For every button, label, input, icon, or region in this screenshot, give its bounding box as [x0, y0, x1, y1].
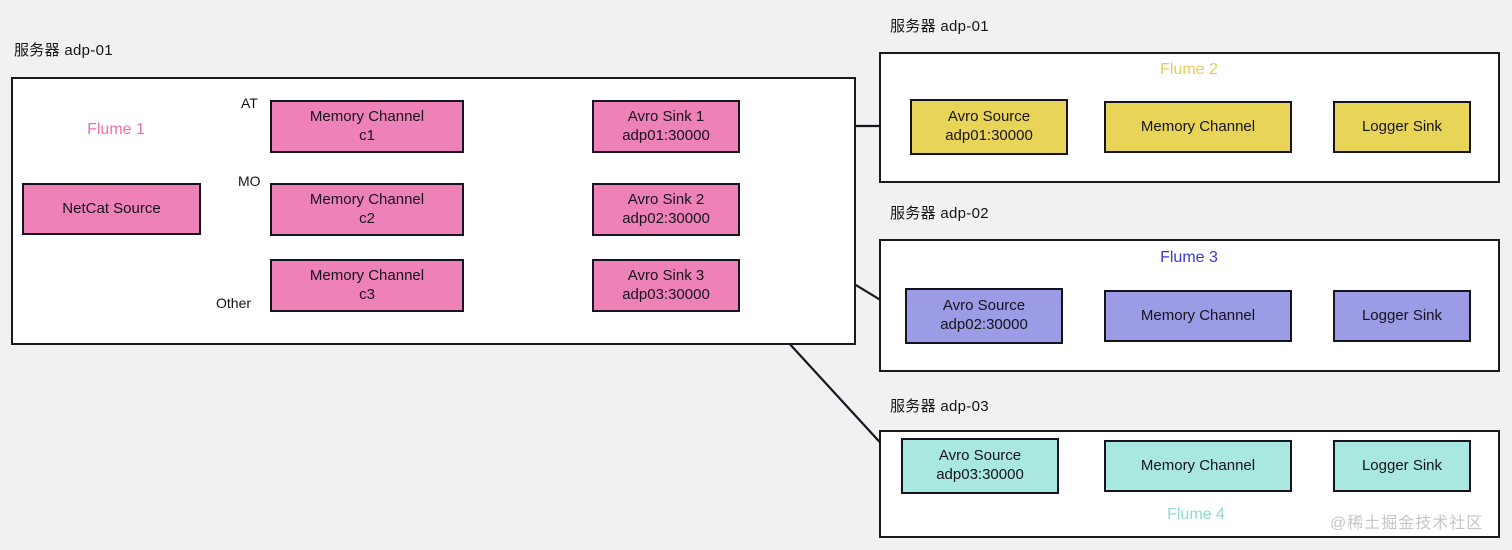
node-line1: Avro Source	[947, 108, 1031, 126]
node-line1: Avro Source	[938, 447, 1022, 465]
node-line1: Memory Channel	[309, 190, 425, 208]
node-flume3-memory-channel[interactable]: Memory Channel	[1104, 290, 1292, 342]
node-line1: Avro Sink 2	[627, 190, 705, 208]
node-line1: Avro Sink 3	[627, 266, 705, 284]
node-line1: Avro Sink 1	[627, 107, 705, 125]
node-flume4-logger-sink[interactable]: Logger Sink	[1333, 440, 1471, 492]
node-memory-channel-c1[interactable]: Memory Channel c1	[270, 100, 464, 153]
node-line1: Logger Sink	[1361, 456, 1443, 474]
node-line1: Memory Channel	[1140, 117, 1256, 135]
flume1-caption: Flume 1	[87, 121, 145, 138]
watermark: @稀土掘金技术社区	[1330, 515, 1484, 532]
node-flume3-avro-source[interactable]: Avro Source adp02:30000	[905, 288, 1063, 344]
node-line2: adp01:30000	[622, 126, 710, 144]
node-line1: Logger Sink	[1361, 306, 1443, 324]
edge-label-other: Other	[216, 295, 252, 311]
node-avro-sink-3[interactable]: Avro Sink 3 adp03:30000	[592, 259, 740, 312]
node-avro-sink-1[interactable]: Avro Sink 1 adp01:30000	[592, 100, 740, 153]
edge-label-at: AT	[241, 95, 258, 111]
node-line2: c2	[359, 209, 375, 227]
flume2-caption: Flume 2	[1160, 61, 1218, 78]
server-label-adp03: 服务器 adp-03	[890, 398, 989, 415]
node-netcat-source[interactable]: NetCat Source	[22, 183, 201, 235]
node-line1: Memory Channel	[309, 266, 425, 284]
node-memory-channel-c3[interactable]: Memory Channel c3	[270, 259, 464, 312]
edge-label-mo: MO	[238, 173, 261, 189]
node-avro-sink-2[interactable]: Avro Sink 2 adp02:30000	[592, 183, 740, 236]
node-flume2-logger-sink[interactable]: Logger Sink	[1333, 101, 1471, 153]
node-flume2-memory-channel[interactable]: Memory Channel	[1104, 101, 1292, 153]
node-line2: adp03:30000	[936, 466, 1024, 483]
node-line2: adp03:30000	[622, 285, 710, 303]
node-line1: Memory Channel	[1140, 306, 1256, 324]
flume4-caption: Flume 4	[1167, 506, 1225, 523]
server-label-left: 服务器 adp-01	[14, 42, 113, 59]
node-line2: adp02:30000	[940, 316, 1028, 333]
node-memory-channel-c2[interactable]: Memory Channel c2	[270, 183, 464, 236]
node-line1: Avro Source	[942, 297, 1026, 315]
node-line2: adp01:30000	[945, 127, 1033, 144]
node-flume3-logger-sink[interactable]: Logger Sink	[1333, 290, 1471, 342]
node-line1: Memory Channel	[1140, 456, 1256, 474]
node-line1: NetCat Source	[62, 199, 161, 217]
node-flume2-avro-source[interactable]: Avro Source adp01:30000	[910, 99, 1068, 155]
node-line1: Memory Channel	[309, 107, 425, 125]
server-label-adp02: 服务器 adp-02	[890, 205, 989, 222]
node-line2: c1	[359, 126, 375, 144]
node-flume4-avro-source[interactable]: Avro Source adp03:30000	[901, 438, 1059, 494]
node-flume4-memory-channel[interactable]: Memory Channel	[1104, 440, 1292, 492]
node-line2: adp02:30000	[622, 209, 710, 227]
flume3-caption: Flume 3	[1160, 249, 1218, 266]
node-line2: c3	[359, 285, 375, 303]
node-line1: Logger Sink	[1361, 117, 1443, 135]
server-label-adp01-right: 服务器 adp-01	[890, 18, 989, 35]
